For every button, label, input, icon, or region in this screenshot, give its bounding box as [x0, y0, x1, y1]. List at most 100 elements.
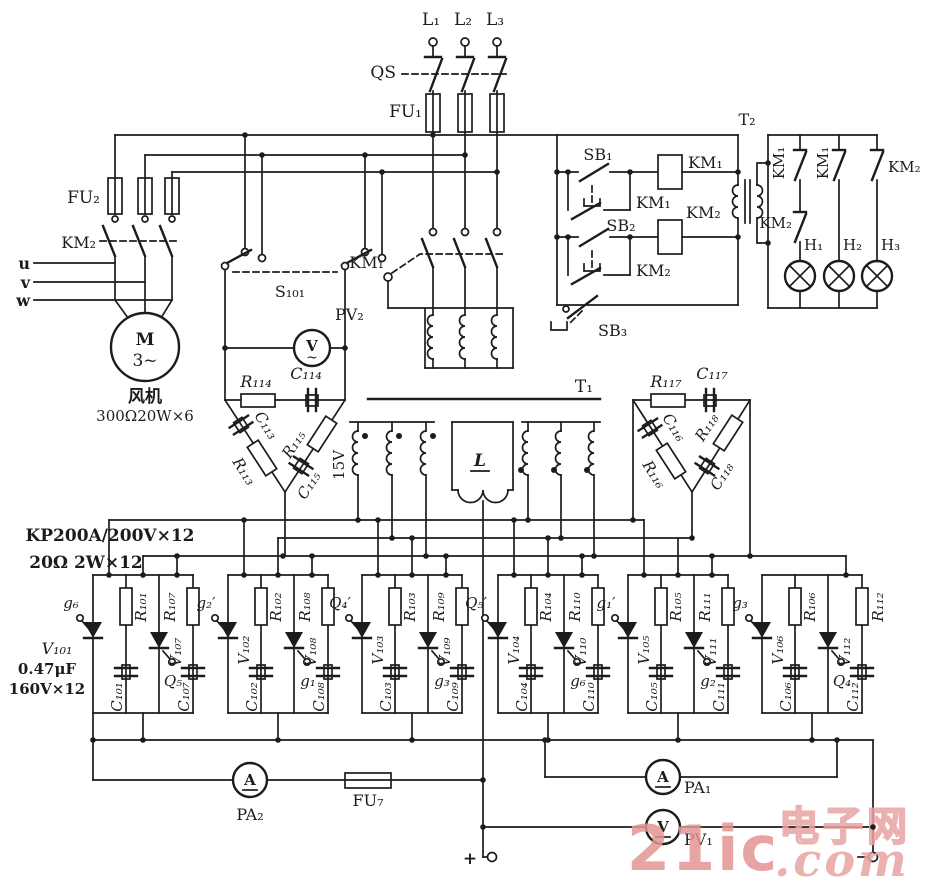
- plus-terminal: [486, 851, 498, 863]
- label-gate-top: Q₅′: [465, 594, 487, 612]
- label-gate-top: g₁′: [596, 594, 616, 612]
- label-c113: C₁₁₃: [251, 408, 282, 443]
- label-r-aux: R₁₀₇: [161, 592, 179, 622]
- label-v-aux: V₁₀₇: [167, 638, 185, 667]
- label-km2-aux: KM₂: [636, 261, 671, 280]
- label-gate-top: g₃: [732, 594, 748, 612]
- qs-switch-icon: [401, 57, 508, 93]
- label-u: u: [18, 254, 30, 273]
- label-v-main: V₁₀₅: [635, 636, 653, 665]
- bus-wires: [114, 134, 739, 179]
- distribution-wires: [106, 517, 849, 578]
- control-circuit: SB₁ KM₁ KM₁ SB₂ KM₂ KM₂ SB₃: [550, 134, 739, 340]
- label-v-aux: V₁₁₁: [702, 638, 720, 667]
- label-km1-contact: KM₁: [349, 253, 384, 272]
- label-c-aux: C₁₁₁: [710, 682, 728, 712]
- label-v-aux: V₁₁₀: [572, 638, 590, 667]
- label-l1: L₁: [422, 10, 440, 30]
- label-km1-lamp2: KM₁: [814, 147, 832, 180]
- label-v-main: V₁₀₄: [505, 636, 523, 665]
- power-input: L₁ L₂ L₃ QS FU₁: [370, 10, 508, 233]
- c113-icon: [227, 413, 255, 437]
- label-qs: QS: [370, 63, 396, 83]
- label-km1-coil: KM₁: [688, 153, 723, 172]
- label-c116: C₁₁₆: [659, 410, 690, 445]
- label-c117: C₁₁₇: [696, 364, 728, 383]
- label-h2: H₂: [843, 236, 862, 254]
- pa2-meter-icon: A: [231, 761, 269, 799]
- label-motor-phase: 3~: [132, 351, 157, 371]
- label-plus: +: [463, 849, 477, 869]
- label-v: v: [20, 273, 31, 292]
- label-r-main: R₁₀₄: [537, 592, 555, 622]
- label-km2-contact: KM₂: [61, 233, 96, 252]
- label-r-aux: R₁₁₀: [566, 592, 584, 622]
- spec-labels: KP200A/200V×12 20Ω 2W×12 0.47μF 160V×12: [9, 526, 195, 698]
- km2-contact-icon: [99, 224, 181, 258]
- label-c-main: C₁₀₃: [377, 682, 395, 712]
- right-rc-triangle: R₁₁₇ C₁₁₇ C₁₁₆ R₁₁₆ R₁₁₈ C₁₁₈: [631, 364, 752, 557]
- label-gate-top: Q₄′: [329, 594, 351, 612]
- r116-icon: [655, 442, 687, 480]
- label-sb1: SB₁: [583, 145, 612, 164]
- label-km1-lamp1: KM₁: [770, 147, 788, 180]
- fu7-fuse-icon: [344, 772, 392, 789]
- label-c-aux: C₁₀₇: [175, 682, 193, 712]
- label-km1-aux: KM₁: [636, 193, 671, 212]
- label-c-aux: C₁₀₈: [310, 682, 328, 712]
- label-pv1: PV₁: [684, 830, 713, 849]
- label-r-aux: R₁₁₂: [869, 592, 887, 622]
- t1-transformer: T₁ 15V L: [330, 377, 602, 858]
- km1-contacts: KM₁: [349, 227, 504, 316]
- label-s101: S₁₀₁: [275, 282, 305, 301]
- label-r-spec: 20Ω 2W×12: [29, 553, 143, 573]
- label-r115: R₁₁₅: [278, 427, 310, 462]
- label-fan: 风机: [128, 386, 162, 407]
- junction-dots: [90, 132, 876, 830]
- label-c-aux: C₁₀₉: [444, 682, 462, 712]
- lamp-h3-icon: [860, 259, 894, 293]
- label-15v: 15V: [330, 449, 348, 480]
- t1-secondary-left: 15V: [330, 421, 436, 557]
- label-r114: R₁₁₄: [239, 372, 271, 391]
- r117-icon: [650, 393, 686, 408]
- bottom-circuit: A PA₂ FU₇ + A PA₁ V PV₁: [92, 712, 879, 869]
- label-fu2: FU₂: [67, 188, 100, 208]
- label-fan-spec: 300Ω20W×6: [96, 407, 194, 425]
- fu1-fuse-icon: [425, 90, 505, 233]
- label-kp-spec: KP200A/200V×12: [25, 526, 194, 546]
- watermark-cjk: 电子网: [779, 804, 911, 850]
- fu2-fuse-icon: [107, 177, 180, 215]
- label-l-inductor: L: [473, 451, 486, 471]
- label-gate-bottom: g₆: [570, 672, 586, 690]
- c114-icon: [305, 387, 319, 413]
- label-v-main: V₁₀₂: [235, 636, 253, 665]
- label-c-aux: C₁₁₂: [844, 682, 862, 712]
- pv2-tilde: ~: [306, 350, 318, 366]
- watermark-suffix: .com: [774, 833, 909, 881]
- r113-icon: [246, 439, 278, 477]
- label-r-main: R₁₀₁: [132, 592, 150, 622]
- label-gate-bottom: g₁: [300, 672, 316, 690]
- km1-coil-icon: [657, 154, 683, 190]
- label-r-main: R₁₀₂: [267, 592, 285, 622]
- label-c-main: C₁₀₁: [108, 682, 126, 712]
- c117-icon: [703, 387, 717, 413]
- label-h1: H₁: [804, 236, 823, 254]
- km2-coil-icon: [657, 219, 683, 255]
- pv2-letter: V: [305, 337, 318, 355]
- label-v-main: V₁₀₁: [42, 639, 73, 658]
- label-l2: L₂: [454, 10, 472, 30]
- label-w: w: [15, 291, 31, 310]
- lamp-circuit: KM₁ KM₂ KM₁ KM₂ H₁ H₂: [759, 134, 921, 309]
- label-v-aux: V₁₀₈: [302, 638, 320, 667]
- label-h3: H₃: [881, 236, 900, 254]
- r114-icon: [240, 393, 276, 408]
- t1-secondary-right: [518, 421, 601, 557]
- label-km2-lamp3: KM₂: [888, 158, 921, 176]
- lamp-h1-icon: [783, 259, 817, 293]
